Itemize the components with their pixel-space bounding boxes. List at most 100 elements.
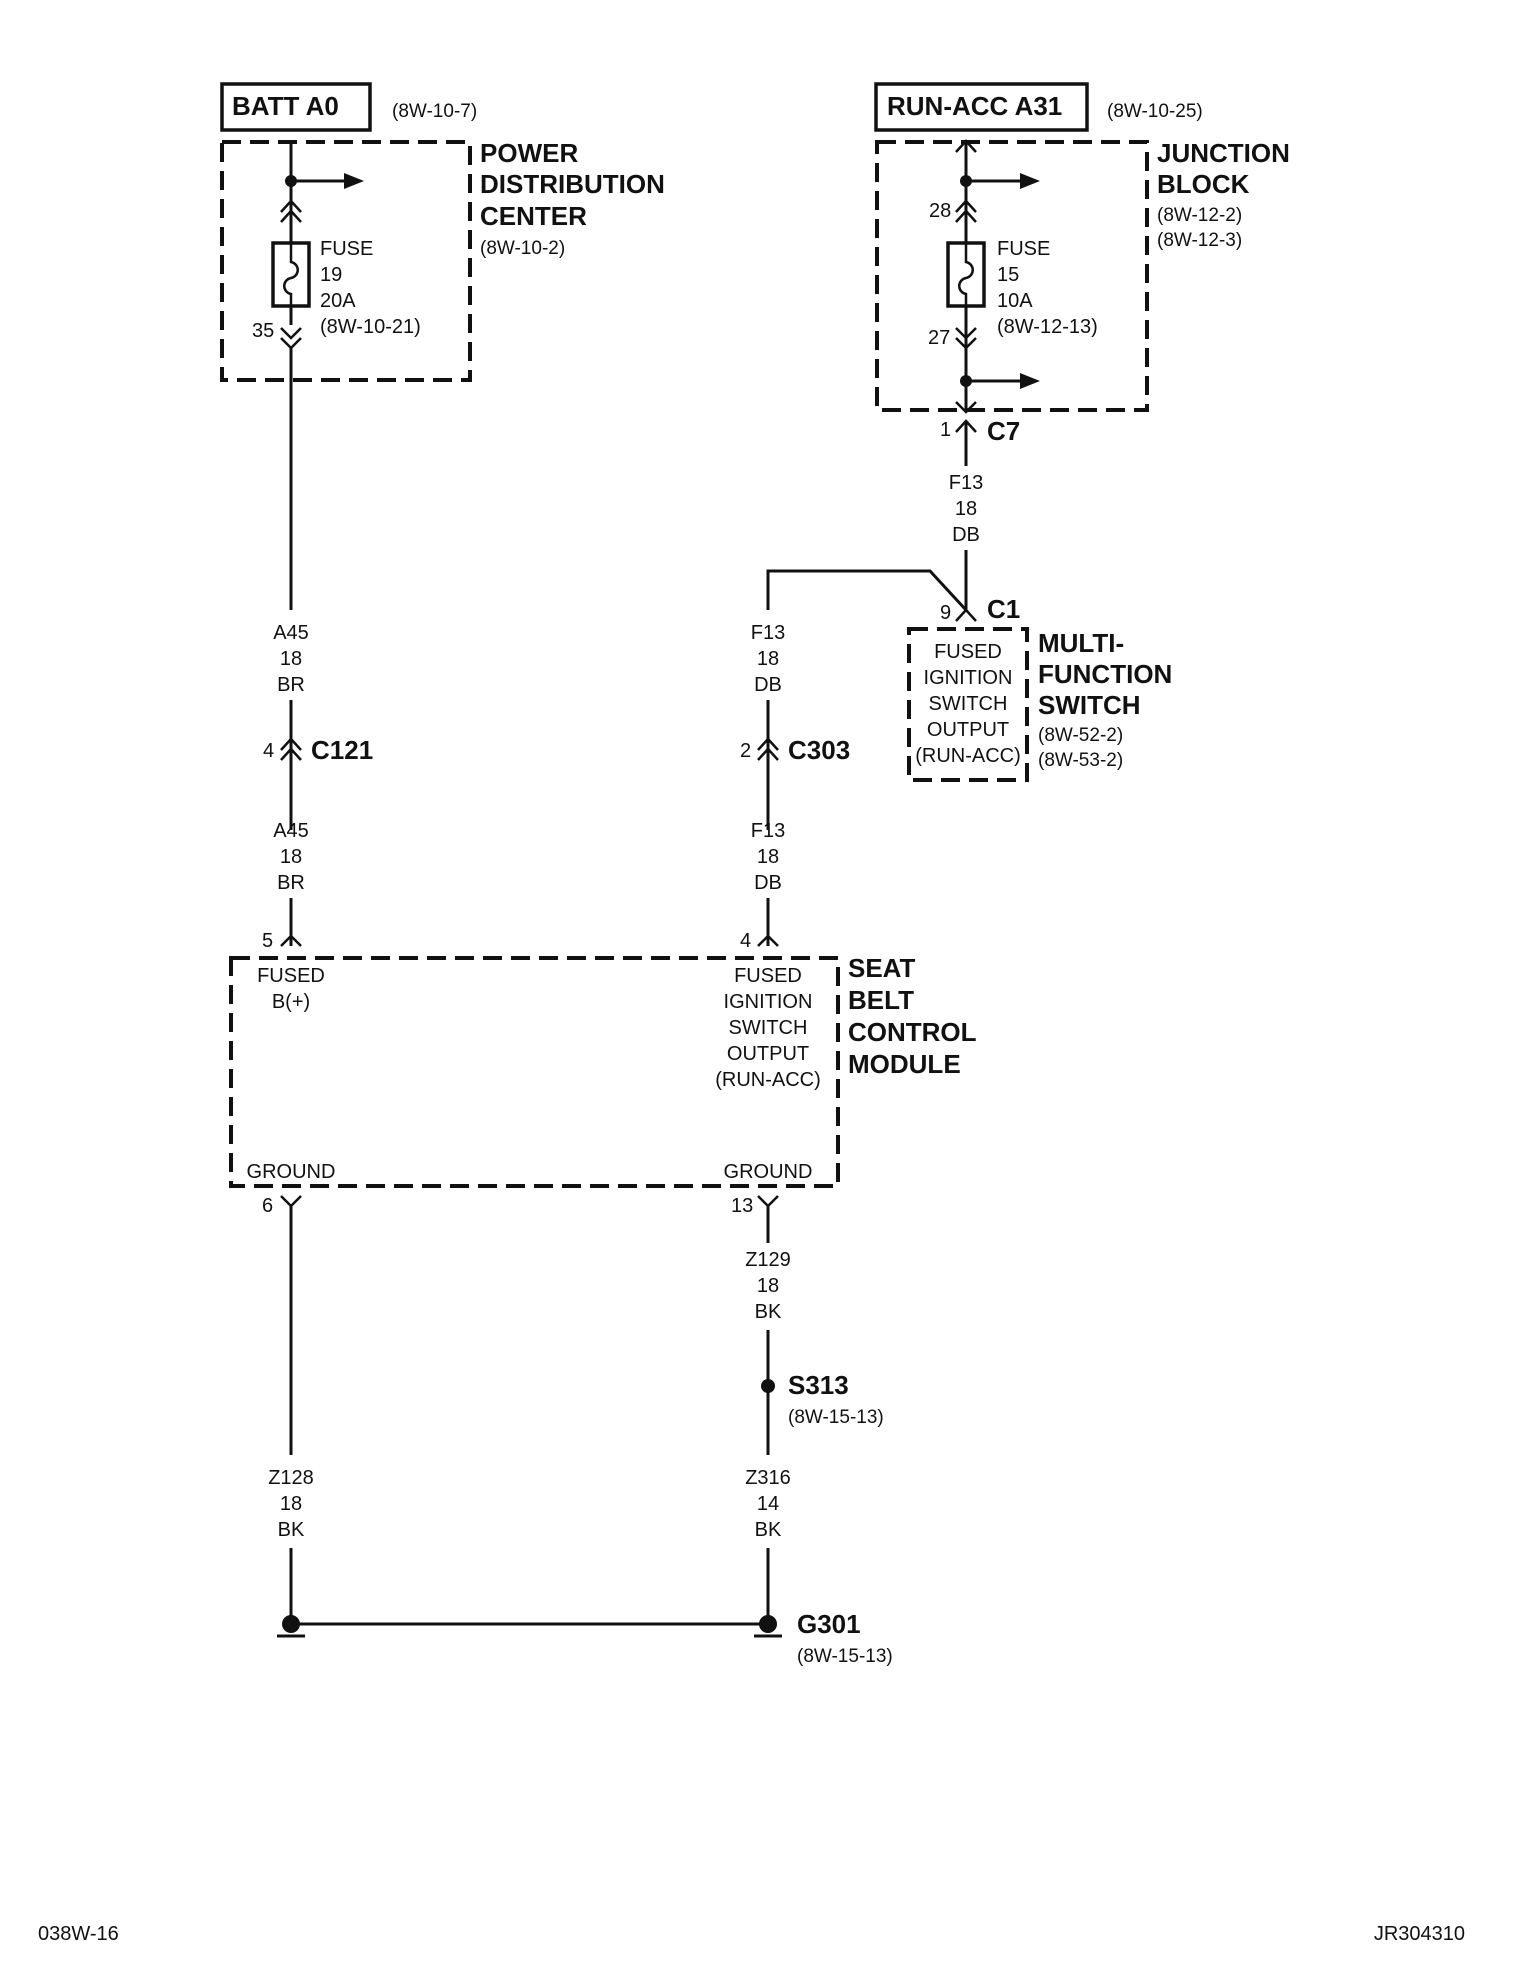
sbcm-pin13: 13 bbox=[731, 1195, 753, 1217]
svg-text:Z129: Z129 bbox=[745, 1249, 791, 1271]
sbcm-outline bbox=[229, 956, 840, 1188]
svg-text:A45: A45 bbox=[273, 622, 309, 644]
f13-branch-wire bbox=[766, 569, 968, 612]
c7-pin: 1 bbox=[940, 419, 951, 441]
pdc-fuse-label: FUSE bbox=[320, 238, 373, 260]
junction-block-ref-2: (8W-12-3) bbox=[1157, 230, 1242, 251]
svg-text:B(+): B(+) bbox=[272, 991, 310, 1013]
svg-text:CENTER: CENTER bbox=[480, 201, 587, 231]
mfs-title: MULTI- FUNCTION SWITCH bbox=[1038, 628, 1172, 720]
pdc-fuse-number: 19 bbox=[320, 264, 342, 286]
svg-text:18: 18 bbox=[955, 498, 977, 520]
c121-pin: 4 bbox=[263, 740, 274, 762]
junction-block-title: JUNCTION BLOCK bbox=[1157, 138, 1290, 199]
svg-text:IGNITION: IGNITION bbox=[724, 991, 813, 1013]
junction-arrow-bottom-icon bbox=[1020, 373, 1040, 389]
c121-connector-icon bbox=[280, 747, 302, 761]
footer-right: JR304310 bbox=[1374, 1923, 1465, 1945]
pdc-fuse-ref: (8W-10-21) bbox=[320, 316, 421, 338]
sbcm-title: SEAT BELT CONTROL MODULE bbox=[848, 953, 977, 1079]
svg-text:OUTPUT: OUTPUT bbox=[727, 1043, 809, 1065]
sbcm-pin6-connector-icon bbox=[280, 1195, 302, 1208]
sbcm-pin5: 5 bbox=[262, 930, 273, 952]
c1-connector-icon bbox=[955, 608, 977, 622]
svg-text:18: 18 bbox=[280, 648, 302, 670]
footer-left: 038W-16 bbox=[38, 1923, 119, 1945]
g301-ground-icon bbox=[754, 1615, 782, 1638]
s313-ref: (8W-15-13) bbox=[788, 1407, 884, 1428]
sbcm-pin6: 6 bbox=[262, 1195, 273, 1217]
sbcm-fused-ign-label: FUSED IGNITION SWITCH OUTPUT (RUN-ACC) bbox=[715, 965, 821, 1091]
svg-text:F13: F13 bbox=[949, 472, 983, 494]
svg-text:18: 18 bbox=[757, 846, 779, 868]
mfs-inner-label: FUSED IGNITION SWITCH OUTPUT (RUN-ACC) bbox=[915, 641, 1021, 767]
svg-text:A45: A45 bbox=[273, 820, 309, 842]
pdc-pin-out: 35 bbox=[252, 320, 274, 342]
svg-text:14: 14 bbox=[757, 1493, 779, 1515]
sbcm-fused-b-label: FUSED B(+) bbox=[257, 965, 325, 1013]
svg-text:SWITCH: SWITCH bbox=[1038, 690, 1141, 720]
svg-text:IGNITION: IGNITION bbox=[924, 667, 1013, 689]
svg-text:BK: BK bbox=[755, 1301, 782, 1323]
sbcm-pin5-connector-icon bbox=[280, 934, 302, 947]
svg-text:F13: F13 bbox=[751, 622, 785, 644]
wire-label-f13-top: F13 18 DB bbox=[949, 472, 983, 546]
wire-label-f13-low: F13 18 DB bbox=[751, 820, 785, 894]
svg-text:MODULE: MODULE bbox=[848, 1049, 961, 1079]
sbcm-pin13-connector-icon bbox=[757, 1195, 779, 1208]
svg-text:18: 18 bbox=[280, 1493, 302, 1515]
junction-block-ref-1: (8W-12-2) bbox=[1157, 205, 1242, 226]
svg-text:SWITCH: SWITCH bbox=[929, 693, 1008, 715]
wire-label-z128: Z128 18 BK bbox=[268, 1467, 314, 1541]
svg-text:CONTROL: CONTROL bbox=[848, 1017, 977, 1047]
batt-source-box bbox=[220, 82, 372, 132]
g301-ref: (8W-15-13) bbox=[797, 1646, 893, 1667]
sbcm-pin4: 4 bbox=[740, 930, 751, 952]
sbcm-pin4-connector-icon bbox=[757, 934, 779, 947]
mfs-ref-1: (8W-52-2) bbox=[1038, 725, 1123, 746]
c1-pin: 9 bbox=[940, 602, 951, 624]
svg-text:BR: BR bbox=[277, 674, 305, 696]
run-acc-source-label: RUN-ACC A31 bbox=[887, 91, 1062, 121]
svg-text:(RUN-ACC): (RUN-ACC) bbox=[915, 745, 1021, 767]
svg-text:BR: BR bbox=[277, 872, 305, 894]
pdc-fuse-rating: 20A bbox=[320, 290, 356, 312]
svg-text:(RUN-ACC): (RUN-ACC) bbox=[715, 1069, 821, 1091]
pdc-fuse-connector-bottom bbox=[280, 327, 302, 340]
run-acc-source-box bbox=[874, 82, 1089, 132]
svg-text:FUSED: FUSED bbox=[734, 965, 802, 987]
c303-connector-icon bbox=[757, 747, 779, 761]
mfs-ref-2: (8W-53-2) bbox=[1038, 750, 1123, 771]
pdc-arrow-icon bbox=[344, 173, 364, 189]
junction-fuse-label: FUSE bbox=[997, 238, 1050, 260]
junction-fuse-rating: 10A bbox=[997, 290, 1033, 312]
c303-pin: 2 bbox=[740, 740, 751, 762]
svg-text:FUSED: FUSED bbox=[934, 641, 1002, 663]
wire-label-z316: Z316 14 BK bbox=[745, 1467, 791, 1541]
s313-splice-dot bbox=[761, 1379, 775, 1393]
pdc-outline bbox=[220, 140, 472, 382]
svg-text:18: 18 bbox=[757, 1275, 779, 1297]
s313-name: S313 bbox=[788, 1370, 849, 1400]
svg-text:FUSED: FUSED bbox=[257, 965, 325, 987]
pdc-title: POWER DISTRIBUTION CENTER bbox=[480, 138, 665, 231]
svg-text:DB: DB bbox=[754, 872, 782, 894]
svg-text:SEAT: SEAT bbox=[848, 953, 916, 983]
svg-text:18: 18 bbox=[280, 846, 302, 868]
wire-label-z129: Z129 18 BK bbox=[745, 1249, 791, 1323]
pdc-ref: (8W-10-2) bbox=[480, 238, 565, 259]
svg-text:FUNCTION: FUNCTION bbox=[1038, 659, 1172, 689]
svg-text:DB: DB bbox=[952, 524, 980, 546]
batt-source-label: BATT A0 bbox=[232, 91, 339, 121]
sbcm-ground-right: GROUND bbox=[724, 1161, 813, 1183]
junction-pin-out: 27 bbox=[928, 327, 950, 349]
junction-fuse-ref: (8W-12-13) bbox=[997, 316, 1098, 338]
sbcm-ground-left: GROUND bbox=[247, 1161, 336, 1183]
junction-arrow-top-icon bbox=[1020, 173, 1040, 189]
svg-text:BELT: BELT bbox=[848, 985, 914, 1015]
run-acc-source-ref: (8W-10-25) bbox=[1107, 101, 1203, 122]
wire-label-a45-top: A45 18 BR bbox=[273, 622, 309, 696]
junction-pin-in: 28 bbox=[929, 200, 951, 222]
c303-name: C303 bbox=[788, 735, 850, 765]
